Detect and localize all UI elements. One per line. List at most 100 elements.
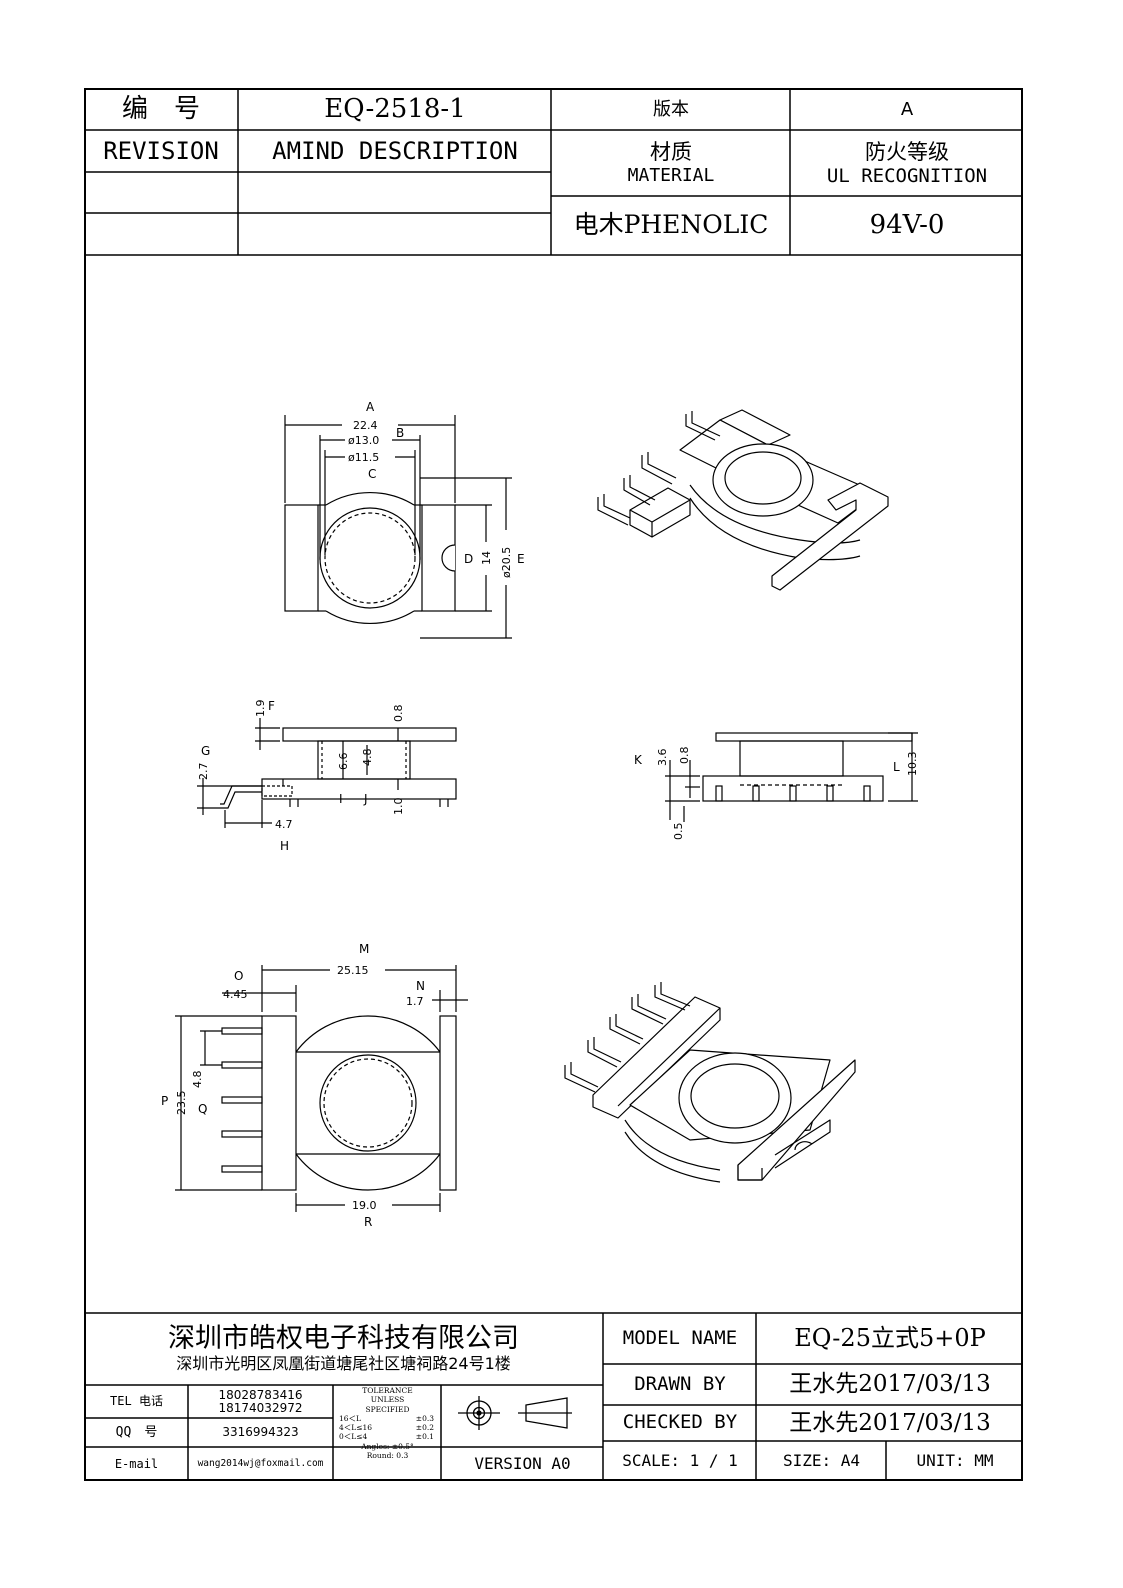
dim-0-5: 0.5 (672, 823, 685, 841)
dim-d: 14 (480, 551, 493, 565)
material-label-en: MATERIAL (627, 165, 715, 187)
fire-label-en: UL RECOGNITION (826, 164, 988, 187)
drawing-number: EQ-2518-1 (324, 94, 466, 125)
label-a: A (366, 400, 375, 414)
fire-label: 防火等级 UL RECOGNITION (792, 131, 1022, 196)
label-o: O (234, 969, 243, 983)
tol-1: TOLERANCE (362, 1386, 413, 1395)
drawing-frame (84, 88, 1023, 1481)
drawn-by-label: DRAWN BY (634, 1372, 726, 1395)
checked-by-value: 王水先2017/03/13 (789, 1409, 991, 1436)
dim-b: ø13.0 (348, 434, 379, 447)
label-j: J (363, 792, 368, 806)
dim-c: ø11.5 (348, 451, 379, 464)
dim-g: 2.7 (197, 763, 210, 781)
scale: SCALE: 1 / 1 (622, 1450, 738, 1470)
dim-1-0: 1.0 (392, 798, 405, 816)
tol-row-2: 4＜L≤16 ±0.2 (335, 1423, 440, 1432)
dim-q: 4.8 (191, 1071, 204, 1089)
tol-2: UNLESS (370, 1395, 405, 1405)
email-value: wang2014wj@foxmail.com (197, 1458, 324, 1470)
title-block-grid (84, 1312, 1023, 1481)
qq-label: QQ 号 (115, 1424, 158, 1440)
version-value: A (900, 98, 914, 120)
model-name-value: EQ-25立式5+0P (794, 1324, 986, 1353)
tol-v2: ±0.2 (415, 1423, 434, 1433)
label-i: I (339, 792, 343, 806)
dim-m: 25.15 (337, 964, 369, 977)
number-label: 编 号 (121, 94, 200, 125)
material-value: 电木PHENOLIC (573, 210, 769, 240)
label-b: B (396, 426, 404, 440)
dim-4-8: 4.8 (361, 749, 374, 767)
tol-round: Round: 0.3 (366, 1451, 409, 1461)
material-label-cn: 材质 (650, 140, 692, 165)
dim-p: 23.5 (175, 1091, 188, 1116)
checked-by-label: CHECKED BY (622, 1411, 738, 1434)
label-q: Q (198, 1102, 207, 1116)
label-p: P (161, 1094, 168, 1108)
side-view (197, 718, 457, 828)
tel-2: 18174032972 (218, 1400, 303, 1415)
dim-e: ø20.5 (500, 547, 513, 578)
label-h: H (280, 839, 289, 853)
sheet-size: SIZE: A4 (782, 1450, 861, 1470)
tel-values: 18028783416 18174032972 (189, 1386, 332, 1417)
dim-3-6: 3.6 (656, 749, 669, 767)
tel-label: TEL 电话 (110, 1394, 163, 1409)
unit: UNIT: MM (916, 1450, 994, 1470)
tol-l1: 16＜L (339, 1413, 362, 1423)
isometric-view-bottom (564, 982, 856, 1183)
dim-o: 4.45 (223, 988, 248, 1001)
label-e: E (517, 552, 525, 566)
tol-row-3: 0＜L≤4 ±0.1 (335, 1432, 440, 1441)
tel-1: 18028783416 (218, 1387, 303, 1402)
dim-r: 19.0 (352, 1199, 377, 1212)
dim-0-8-front: 0.8 (678, 747, 691, 765)
front-view (665, 732, 918, 822)
revision-label: REVISION (103, 136, 219, 165)
label-f: F (268, 699, 275, 713)
tol-v1: ±0.3 (415, 1413, 434, 1423)
fire-value: 94V-0 (869, 209, 945, 240)
company-block: 深圳市皓权电子科技有限公司 深圳市光明区凤凰街道塘尾社区塘祠路24号1楼 (86, 1315, 601, 1383)
dim-10-3: 10.3 (906, 752, 919, 777)
version-a0: VERSION A0 (474, 1453, 571, 1473)
label-g: G (201, 744, 210, 758)
dim-h: 4.7 (275, 818, 293, 831)
model-name-label: MODEL NAME (622, 1327, 738, 1350)
tol-l3: 0＜L≤4 (339, 1432, 368, 1442)
dim-n: 1.7 (406, 995, 424, 1008)
label-c: C (368, 467, 376, 481)
dim-0-8: 0.8 (392, 705, 405, 723)
tol-angles: Angles: ±0.5° (361, 1441, 414, 1451)
dim-f: 1.9 (254, 700, 267, 718)
label-r: R (364, 1215, 372, 1229)
top-view (284, 415, 512, 639)
tol-l2: 4＜L≤16 (339, 1423, 373, 1433)
label-d: D (464, 552, 473, 566)
material-label: 材质 MATERIAL (553, 131, 789, 196)
isometric-view-top (597, 409, 889, 591)
tol-3: SPECIFIED (365, 1404, 410, 1414)
tol-v3: ±0.1 (415, 1432, 434, 1442)
label-l: L (893, 760, 900, 774)
company-address: 深圳市光明区凤凰街道塘尾社区塘祠路24号1楼 (176, 1353, 511, 1373)
dim-a: 22.4 (353, 419, 378, 432)
label-k: K (634, 753, 643, 767)
email-label: E-mail (114, 1456, 159, 1471)
drawn-by-value: 王水先2017/03/13 (789, 1371, 991, 1398)
version-label: 版本 (653, 98, 689, 120)
label-m: M (359, 942, 369, 956)
fire-label-cn: 防火等级 (865, 139, 949, 164)
company-name: 深圳市皓权电子科技有限公司 (168, 1323, 519, 1355)
qq-value: 3316994323 (222, 1425, 299, 1440)
tolerance-block: TOLERANCE UNLESS SPECIFIED 16＜L ±0.3 4＜L≤… (335, 1386, 440, 1480)
amend-label: AMIND DESCRIPTION (272, 136, 518, 165)
projection-symbol-icon (458, 1396, 572, 1430)
dim-6-6: 6.6 (337, 753, 350, 771)
tol-row-1: 16＜L ±0.3 (335, 1414, 440, 1423)
label-n: N (416, 979, 425, 993)
